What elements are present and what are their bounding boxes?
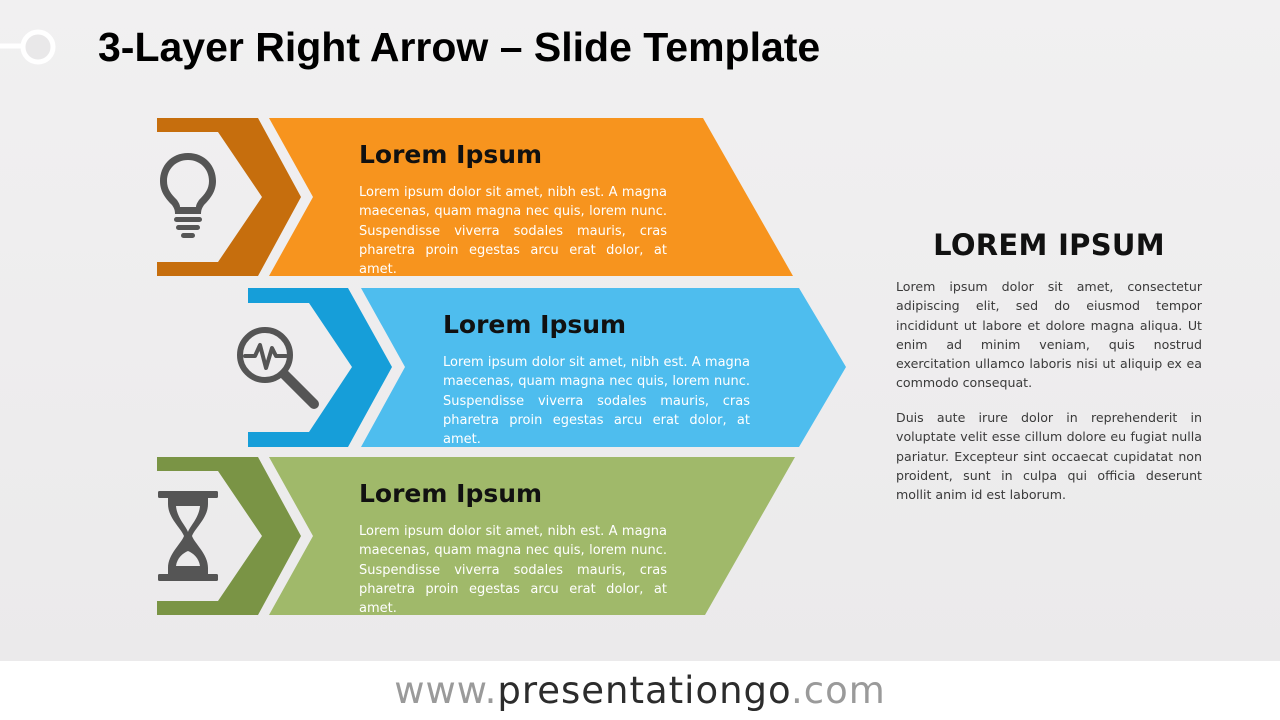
slide-canvas: 3-Layer Right Arrow – Slide Template <box>0 0 1280 661</box>
three-layer-arrow-diagram <box>157 118 846 615</box>
layer-2-arrow-body <box>361 288 846 447</box>
footer-url-suffix: .com <box>791 669 886 712</box>
layer-2-chevron <box>248 288 392 447</box>
layer-3-chevron <box>157 457 301 615</box>
layer-3-arrow <box>157 457 795 615</box>
layer-2-title: Lorem Ipsum <box>443 310 627 339</box>
lightbulb-icon <box>160 153 216 238</box>
footer-url-prefix: www. <box>394 669 498 712</box>
layer-1-title: Lorem Ipsum <box>359 140 543 169</box>
layer-1-arrow <box>157 118 793 276</box>
layer-1-chevron <box>157 118 301 276</box>
layer-3-arrow-body <box>269 457 795 615</box>
sidebar-paragraph-1: Lorem ipsum dolor sit amet, consectetur … <box>896 279 1202 391</box>
layer-2-arrow <box>237 288 846 447</box>
layer-1-arrow-body <box>269 118 793 276</box>
logo-mark <box>0 29 56 65</box>
layer-3-text: Lorem ipsum dolor sit amet, nibh est. A … <box>359 524 667 617</box>
sidebar-heading: LOREM IPSUM <box>933 228 1165 262</box>
layer-3-title: Lorem Ipsum <box>359 479 543 508</box>
footer-url-domain: presentationgo <box>497 669 792 712</box>
hourglass-icon <box>158 491 218 581</box>
sidebar-paragraph-2: Duis aute irure dolor in reprehenderit i… <box>896 410 1202 503</box>
slide-title: 3-Layer Right Arrow – Slide Template <box>98 24 821 70</box>
magnifier-pulse-icon <box>237 327 319 409</box>
layer-1-text: Lorem ipsum dolor sit amet, nibh est. A … <box>359 185 667 278</box>
layer-2-text: Lorem ipsum dolor sit amet, nibh est. A … <box>443 355 750 448</box>
footer-url[interactable]: www.presentationgo.com <box>0 661 1280 720</box>
